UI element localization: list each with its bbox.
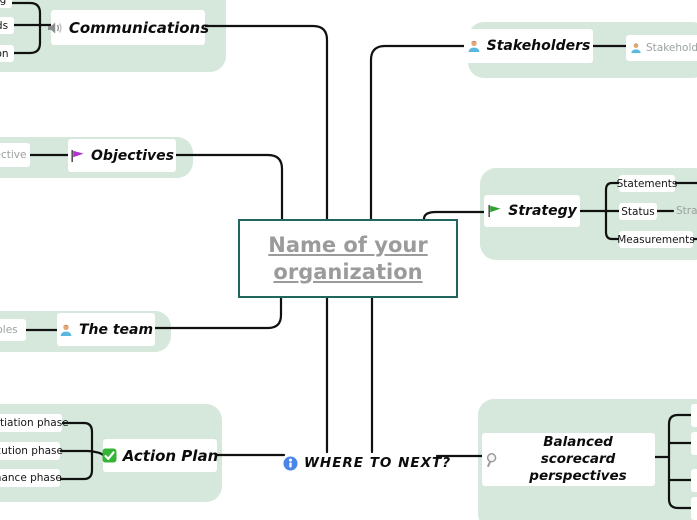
node-measurements[interactable]: Measurements — [617, 231, 695, 248]
node-team-label: The team — [78, 321, 154, 338]
node-communications-label: Communications — [68, 18, 210, 37]
node-strategy-label: Strategy — [508, 203, 577, 219]
person-icon — [630, 42, 642, 54]
edge-communications-root — [203, 24, 329, 221]
person-icon — [467, 39, 481, 53]
node-balanced-child-sliver-2[interactable] — [691, 432, 697, 455]
node-communications-child-1[interactable]: g — [0, 0, 12, 8]
node-maintenance-phase[interactable]: tenance phase — [0, 469, 62, 487]
node-communications[interactable]: Communications — [47, 10, 209, 45]
node-objectives-label: Objectives — [91, 147, 174, 164]
edge-balanced-children-bracket — [653, 413, 697, 510]
edge-strategy-children-bracket — [578, 181, 621, 241]
node-communications-child-3[interactable]: on — [0, 45, 14, 62]
node-status-child-fragment[interactable]: Stra — [676, 205, 697, 217]
node-balanced-scorecard[interactable]: Balanced scorecard perspectives — [482, 433, 655, 486]
node-team-child-fragment[interactable]: oles — [0, 319, 26, 341]
node-execution-phase[interactable]: xecution phase — [0, 442, 63, 460]
node-balanced-child-sliver-1[interactable] — [691, 404, 697, 427]
edge-strategy-root — [422, 210, 486, 221]
root-node-label: Name of your organization — [268, 232, 428, 284]
edge-actionplan-bracket — [58, 421, 105, 481]
magnifier-icon — [485, 452, 500, 468]
node-objective-fragment[interactable]: jective — [0, 143, 30, 167]
edge-communications-children-bracket — [10, 1, 53, 55]
node-where-to-next[interactable]: WHERE TO NEXT? — [283, 452, 451, 474]
speaker-icon — [47, 21, 63, 35]
node-communications-child-2[interactable]: ds — [0, 17, 14, 34]
root-node[interactable]: Name of your organization — [238, 219, 458, 298]
checkbox-icon — [102, 448, 117, 463]
node-balanced-scorecard-label: Balanced scorecard perspectives — [529, 434, 627, 484]
edge-team-root — [153, 296, 283, 330]
edge-stakeholders-root — [369, 44, 466, 221]
info-icon — [283, 456, 298, 471]
node-action-plan-label: Action Plan — [122, 446, 219, 465]
edge-objectives-root — [174, 153, 284, 221]
flag-icon — [487, 204, 502, 218]
node-action-plan[interactable]: Action Plan — [102, 439, 219, 472]
node-status[interactable]: Status — [619, 203, 657, 220]
flag-icon — [70, 149, 85, 163]
node-statements[interactable]: Statements — [617, 175, 677, 192]
person-icon — [59, 323, 73, 337]
node-stakeholder-child[interactable]: Stakeholder — [626, 35, 697, 61]
node-balanced-child-sliver-3[interactable] — [691, 469, 697, 492]
node-balanced-child-sliver-4[interactable] — [691, 497, 697, 520]
node-where-to-next-label: WHERE TO NEXT? — [304, 455, 452, 471]
node-initiation-phase[interactable]: Initiation phase — [0, 414, 69, 432]
node-stakeholders[interactable]: Stakeholders — [464, 29, 593, 63]
node-objectives[interactable]: Objectives — [68, 139, 176, 172]
node-team[interactable]: The team — [57, 313, 155, 346]
node-stakeholders-label: Stakeholders — [486, 38, 591, 54]
node-strategy[interactable]: Strategy — [484, 195, 580, 227]
